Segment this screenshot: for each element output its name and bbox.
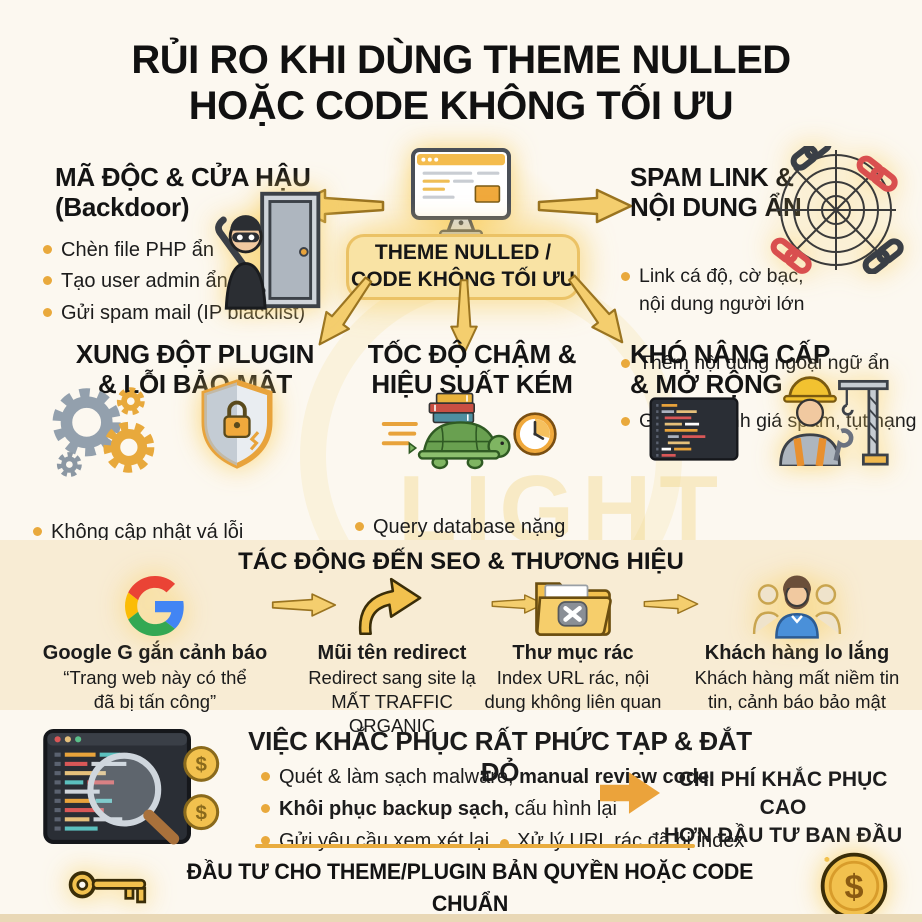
seo-item-redirect: Mũi tên redirect Redirect sang site lạ M… (292, 572, 492, 738)
bullet-item: Khôi phục backup sạch, cấu hình lại (258, 795, 798, 824)
slow-turtle-icon (381, 392, 511, 470)
code-editor-icon (649, 397, 739, 461)
shield-lock-icon (201, 379, 273, 469)
seo-item-label: Mũi tên redirect (317, 642, 467, 664)
bullet-item: Query database nặng (352, 513, 592, 541)
seo-item-label: Thư mục rác (512, 642, 634, 664)
fix-bullet2-bold: Khôi phục backup sạch, (279, 798, 510, 820)
seo-item-desc: Khách hàng mất niềm tin tin, cảnh báo bả… (694, 667, 900, 713)
malware-scan-icon: $ $ (43, 729, 220, 845)
fix-bullet1-normal: Quét & làm sạch malware, (279, 766, 520, 788)
spiderweb-chains-icon (770, 146, 904, 274)
seo-item-desc: Redirect sang site lạ MẤT TRAFFIC ORGANI… (308, 667, 476, 737)
page-title-line1: RỦI RO KHI DÙNG THEME NULLED (131, 38, 791, 82)
cost-arrow-icon (600, 772, 660, 814)
fix-bullet3a: Gửi yêu cầu xem xét lại (279, 830, 490, 852)
seo-item-junk-folder: Thư mục rác Index URL rác, nội dung khôn… (468, 572, 678, 714)
key-icon (68, 871, 147, 904)
construction-worker-icon (779, 376, 889, 466)
section-spam-title: SPAM LINK & NỘI DUNG ẨN (630, 162, 802, 222)
page-title-line2: HOẶC CODE KHÔNG TỐI ƯU (188, 83, 734, 128)
seo-band-header: TÁC ĐỘNG ĐẾN SEO & THƯƠNG HIỆU (238, 548, 684, 575)
google-g-icon (125, 576, 184, 636)
fix-bullet1-bold: manual review code (519, 766, 710, 788)
bullet-item: Quét & làm sạch malware, manual review c… (258, 763, 798, 792)
monitor-icon (411, 148, 511, 239)
section-backdoor-title: MÃ ĐỘC & CỬA HẬU (Backdoor) (55, 162, 311, 222)
cost-note: CHI PHÍ KHẮC PHỤC CAO HƠN ĐẦU TƯ BAN ĐẦU (663, 768, 903, 847)
page-title: RỦI RO KHI DÙNG THEME NULLED HOẶC CODE K… (0, 38, 922, 129)
junk-folder-icon (535, 582, 612, 636)
dollar-coin-icon: $ (820, 852, 888, 920)
seo-item-label: Khách hàng lo lắng (704, 642, 890, 664)
fix-section-title: VIỆC KHẮC PHỤC RẤT PHỨC TẠP & ĐẮT ĐỎ (248, 726, 752, 787)
section-backdoor: MÃ ĐỘC & CỬA HẬU (Backdoor) Chèn file PH… (40, 162, 360, 330)
seo-item-desc: Index URL rác, nội dung không liên quan (484, 667, 662, 713)
seo-item-google-warning: Google G gắn cảnh báo “Trang web này có … (40, 572, 270, 714)
fix-bullet2-normal: cấu hình lại (509, 798, 617, 820)
redirect-arrow-icon (358, 577, 422, 636)
svg-text:$: $ (844, 868, 863, 906)
banner-text: ĐẦU TƯ CHO THEME/PLUGIN BẢN QUYỀN HOẶC C… (186, 859, 754, 916)
banner-divider (255, 844, 695, 848)
svg-text:$: $ (196, 753, 208, 776)
burglar-door-icon (215, 191, 321, 310)
section-speed-title: TỐC ĐỘ CHẬM & HIỆU SUẤT KÉM (367, 339, 577, 399)
section-conflict-title: XUNG ĐỘT PLUGIN & LỖI BẢO MẬT (75, 339, 315, 399)
section-upgrade-title: KHÓ NÂNG CẤP & MỞ RỘNG (630, 339, 831, 399)
section-backdoor-bullets: Chèn file PHP ẩn Tạo user admin ẩn Gửi s… (40, 236, 360, 327)
bottom-edge-strip (0, 914, 922, 922)
seo-item-desc: “Trang web này có thể đã bị tấn công” (63, 667, 247, 713)
clock-icon (513, 412, 557, 456)
seo-item-label: Google G gắn cảnh báo (42, 642, 268, 664)
seo-item-worried-customer: Khách hàng lo lắng Khách hàng mất niềm t… (682, 572, 912, 714)
svg-text:$: $ (196, 801, 208, 824)
gears-icon (52, 387, 155, 478)
bullet-item: Không cập nhật vá lỗi (30, 518, 360, 546)
bullet-item: Link cá độ, cờ bạc, nội dung người lớn (618, 263, 918, 318)
worried-customer-icon (752, 575, 842, 639)
bullet-item: Thêm nội dung ngoại ngữ ẩn (618, 350, 918, 378)
bullet-item: Chèn file PHP ẩn (40, 236, 360, 264)
section-speed: TỐC ĐỘ CHẬM & HIỆU SUẤT KÉM Query databa… (352, 339, 592, 635)
bullet-item: Tạo user admin ẩn (40, 267, 360, 295)
